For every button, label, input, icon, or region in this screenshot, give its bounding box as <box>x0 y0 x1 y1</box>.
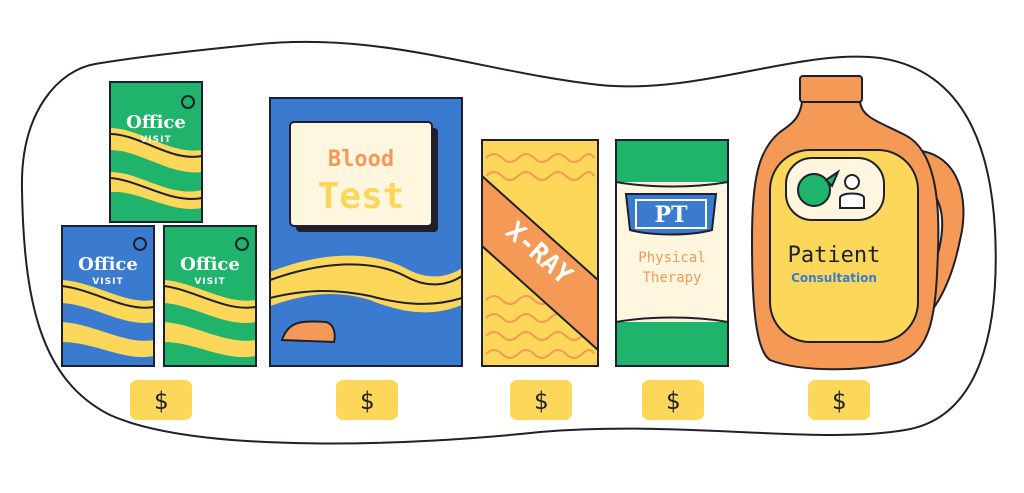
price-tag-xray: $ <box>510 380 572 420</box>
pt-abbr: PT <box>655 202 689 228</box>
office-visit-sublabel-right: VISIT <box>194 277 225 287</box>
office-visit-label-top: Office <box>126 112 186 133</box>
price-physical-therapy: $ <box>666 387 680 415</box>
price-patient-consultation: $ <box>832 387 846 415</box>
office-visit-sublabel-top: VISIT <box>140 135 171 145</box>
price-tag-blood-test: $ <box>336 380 398 420</box>
price-blood-test: $ <box>360 387 374 415</box>
price-tag-office-visit: $ <box>130 380 192 420</box>
office-visit-label-left: Office <box>78 254 138 275</box>
patient-label-line2: Consultation <box>791 271 877 285</box>
office-visit-can-right: Office VISIT <box>163 225 257 367</box>
price-tag-physical-therapy: $ <box>642 380 704 420</box>
background-blob-outline <box>20 40 997 445</box>
office-visit-label-right: Office <box>180 254 240 275</box>
office-visit-sublabel-left: VISIT <box>92 277 123 287</box>
blood-test-box: Blood Test <box>269 97 463 367</box>
patient-label-line1: Patient <box>788 243 881 268</box>
price-xray: $ <box>534 387 548 415</box>
office-visit-can-left: Office VISIT <box>61 225 155 367</box>
physical-therapy-bottle: PT Physical Therapy <box>615 139 729 367</box>
office-visit-can-top: Office VISIT <box>109 81 203 223</box>
chat-bubble-icon <box>797 169 841 207</box>
price-office-visit: $ <box>154 387 168 415</box>
blood-test-label-line1: Blood <box>328 147 394 172</box>
xray-box: X-RAY <box>481 139 599 367</box>
pt-label-line2: Therapy <box>642 270 701 286</box>
pt-label-line1: Physical <box>638 250 705 266</box>
person-icon <box>839 174 865 209</box>
patient-consultation-jug: Patient Consultation <box>750 75 965 371</box>
blood-test-label-line2: Test <box>318 176 405 217</box>
price-tag-patient-consultation: $ <box>808 380 870 420</box>
